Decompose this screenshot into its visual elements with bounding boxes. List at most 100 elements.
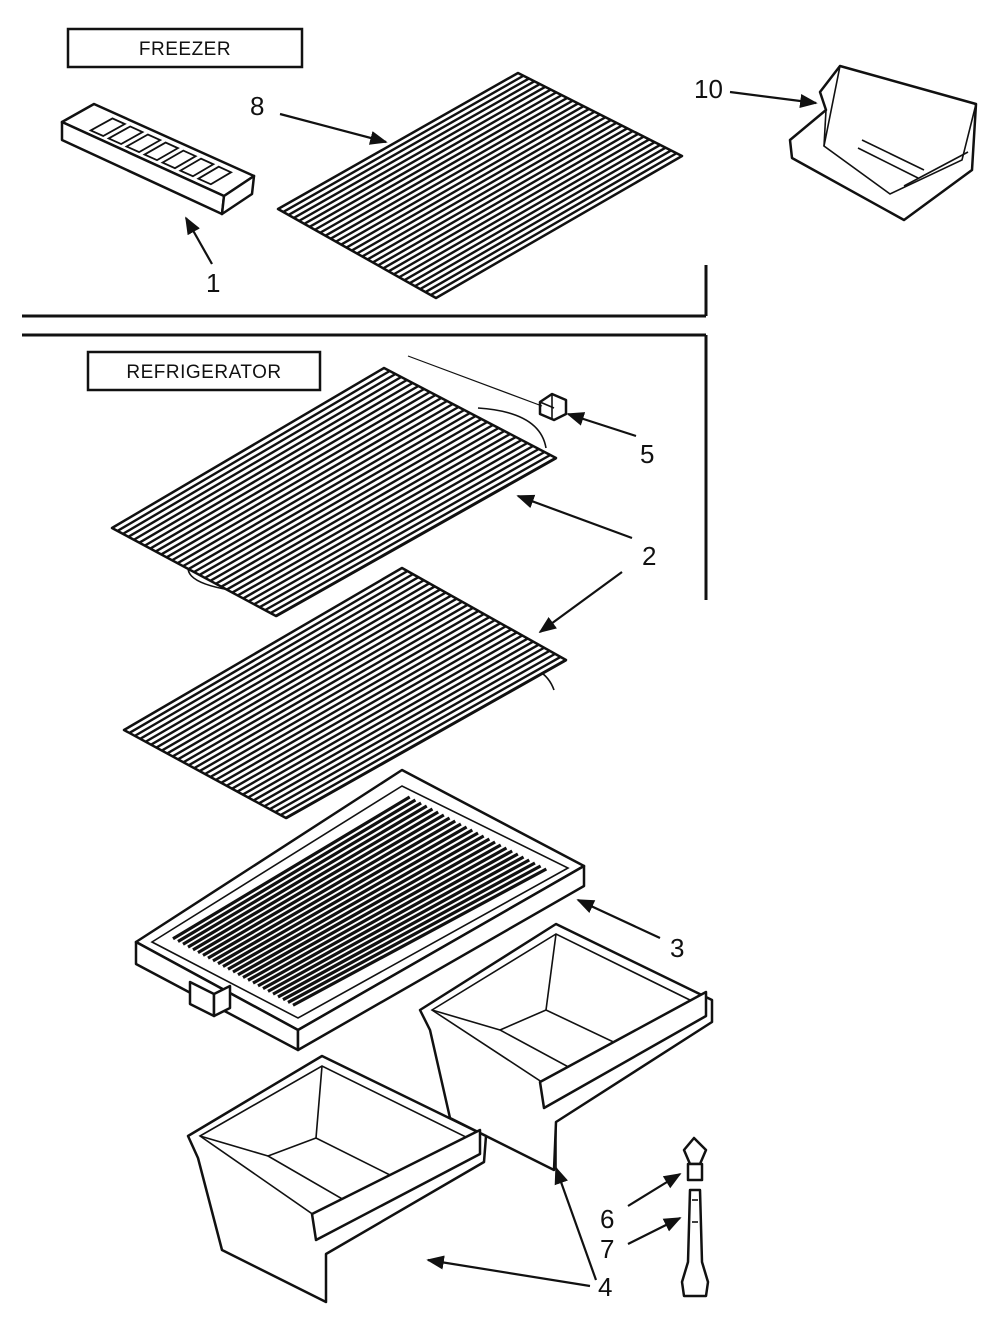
shelf-wire — [269, 649, 551, 811]
shelf-wire — [324, 96, 568, 237]
freezer-label: FREEZER — [139, 39, 231, 60]
shelf-wire — [280, 655, 562, 817]
callout-arrow-3 — [576, 899, 661, 939]
callout-6: 6 — [600, 1204, 614, 1234]
shelf-wire — [340, 105, 585, 246]
crisper-drawer-left-icon — [186, 1054, 488, 1304]
shelf-wire — [138, 381, 414, 544]
ice-tray-cell — [178, 157, 216, 178]
cover-slot — [217, 822, 462, 966]
shelf-wire — [366, 118, 612, 261]
callout-7: 7 — [600, 1234, 614, 1264]
shelf-wire — [414, 143, 661, 288]
shelf-wire — [166, 396, 442, 559]
shelf-wire — [403, 138, 650, 282]
shelf-wire — [204, 417, 483, 579]
crisper-cover-icon — [134, 768, 586, 1052]
freezer-wire-shelf-icon — [276, 71, 684, 300]
ice-tray-cell — [196, 165, 234, 186]
shelf-wire — [231, 628, 512, 790]
cover-slot — [257, 846, 508, 988]
shelf-wire — [209, 616, 491, 778]
ice-tray-cell — [124, 133, 163, 154]
shelf-wire — [199, 609, 480, 773]
cover-slot — [247, 840, 496, 982]
callout-arrow-4-left — [426, 1255, 591, 1288]
shelf-wire — [134, 573, 414, 737]
cover-slot — [282, 861, 536, 1002]
shelf-wire — [182, 600, 463, 764]
shelf-wire — [220, 622, 501, 784]
callout-10: 10 — [694, 74, 723, 104]
shelf-wire — [282, 74, 525, 214]
clip-leader-line — [407, 355, 543, 407]
cover-slot — [202, 813, 445, 957]
cover-slot — [207, 816, 451, 960]
shelf-wire — [237, 435, 517, 597]
cover-slot — [222, 825, 468, 968]
refrigerator-wire-shelf-lower-icon — [122, 566, 568, 820]
shelf-wire — [269, 453, 551, 615]
callout-4: 4 — [598, 1272, 612, 1302]
callout-arrow-7 — [627, 1217, 682, 1245]
shelf-wire — [247, 637, 529, 799]
shelf-wire — [182, 405, 460, 568]
shelf-wire — [188, 603, 469, 767]
cover-slot — [242, 837, 491, 979]
shelf-wire — [319, 94, 563, 234]
shelf-wire — [253, 640, 534, 802]
cover-slot — [262, 849, 513, 991]
shelf-wire — [220, 426, 500, 588]
shelf-wire — [177, 597, 458, 761]
cover-slot — [267, 852, 519, 993]
refrigerator-label: REFRIGERATOR — [126, 362, 281, 383]
cover-slot — [272, 855, 525, 996]
shelf-wire — [231, 432, 511, 594]
shelf-wire — [160, 393, 437, 556]
shelf-wire — [236, 631, 518, 793]
shelf-clip-icon — [538, 392, 568, 422]
shelf-wire — [127, 375, 402, 538]
shelf-wire — [242, 438, 523, 600]
shelf-wire — [419, 146, 667, 291]
callout-3: 3 — [670, 933, 684, 963]
shelf-wire — [264, 450, 546, 612]
freezer-label-box: FREEZER — [66, 27, 304, 69]
shelf-wire — [274, 652, 556, 814]
shelf-wire — [424, 149, 672, 294]
shelf-wire — [248, 441, 528, 603]
cover-slot — [197, 810, 439, 954]
shelf-wire — [171, 399, 448, 562]
shelf-wire — [209, 420, 488, 582]
refrigerator-label-box: REFRIGERATOR — [86, 350, 322, 392]
shelf-wire — [361, 116, 607, 258]
shelf-wire — [128, 570, 409, 734]
shelf-wire — [345, 107, 590, 249]
shelf-wire — [226, 429, 505, 591]
refrigerator-section-frame — [22, 333, 708, 600]
shelf-wire — [150, 582, 430, 746]
ice-tray-cell — [106, 125, 145, 146]
cover-slot — [277, 858, 530, 999]
cover-slot — [172, 795, 411, 941]
callout-arrow-10 — [729, 90, 818, 108]
shelf-wire — [144, 579, 425, 743]
leveler-leg-icon — [680, 1188, 710, 1298]
callout-1: 1 — [206, 268, 220, 298]
shelf-wire — [155, 585, 436, 749]
ice-bin-icon — [788, 64, 978, 222]
callout-arrow-1 — [185, 216, 213, 265]
callout-arrow-2-lower — [538, 571, 623, 634]
shelf-wire — [215, 619, 496, 781]
callout-5: 5 — [640, 439, 654, 469]
shelf-wire — [122, 372, 397, 535]
cover-slot — [187, 804, 428, 949]
shelf-wire — [242, 634, 523, 796]
shelf-wire — [393, 132, 639, 276]
shelf-wire — [198, 414, 477, 576]
shelf-wire — [263, 646, 545, 808]
shelf-wire — [226, 625, 507, 787]
shelf-wire — [176, 402, 454, 565]
shelf-wire — [388, 130, 634, 273]
